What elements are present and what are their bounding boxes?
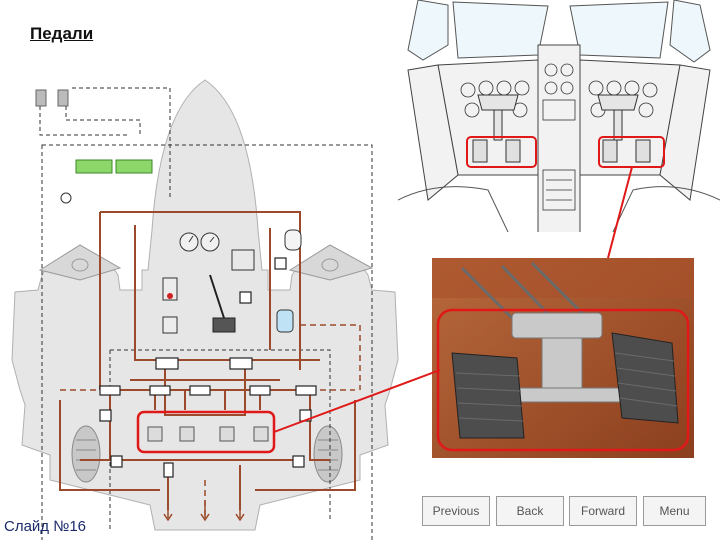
forward-button[interactable]: Forward (569, 496, 637, 526)
control-yokes (477, 94, 639, 141)
pedal-right (611, 332, 679, 424)
menu-button[interactable]: Menu (643, 496, 706, 526)
slide-title: Педали (30, 24, 94, 43)
brake-cylinders (147, 426, 269, 442)
pedal-linkage (501, 312, 623, 403)
green-indicator-panels (75, 159, 153, 174)
back-button[interactable]: Back (496, 496, 564, 526)
cockpit-drawing (398, 0, 720, 232)
cockpit-pedals (472, 139, 651, 163)
hand-pump (209, 274, 236, 333)
flow-arrows (163, 500, 245, 522)
hydraulic-schematic (11, 79, 399, 540)
wheel-right (313, 425, 343, 483)
pedals-highlight-left (466, 136, 537, 168)
pump-units (35, 89, 178, 334)
propeller-right (288, 244, 374, 281)
cockpit-windows (407, 0, 711, 63)
previous-button[interactable]: Previous (422, 496, 490, 526)
hydraulic-lines (59, 211, 356, 510)
hydraulic-tank (231, 229, 302, 333)
wheel-left (71, 425, 101, 483)
slide-number: Слайд №16 (4, 518, 87, 535)
pedal-assembly-photo (432, 258, 694, 458)
pedal-left (451, 352, 525, 439)
valve-blocks (99, 257, 317, 478)
gauges (179, 232, 220, 252)
seats (398, 186, 720, 232)
